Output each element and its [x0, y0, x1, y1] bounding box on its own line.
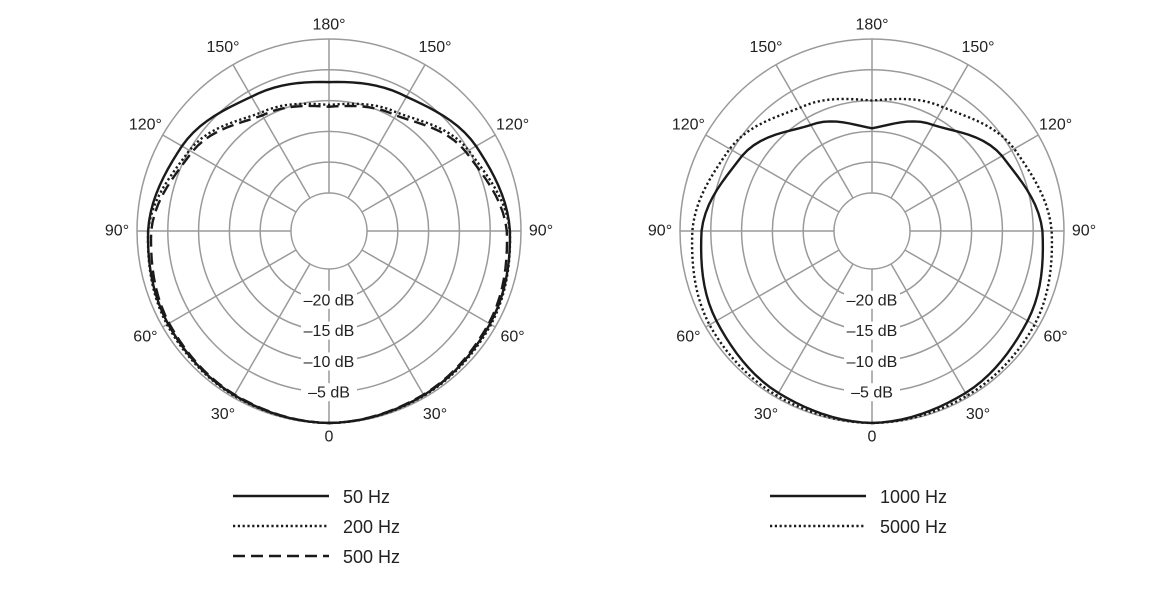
series-curve: [146, 80, 512, 425]
db-label-background: [301, 290, 357, 309]
grid-spoke: [775, 263, 854, 398]
db-label-background: [301, 352, 357, 371]
polar-chart-right: 0 30° 60° 90° 120° 150° 180° 150° 120° 90° 60° 30° –…: [648, 17, 1096, 538]
angle-tick-label: 60°: [500, 329, 524, 346]
grid-spoke: [890, 64, 969, 199]
grid-spoke: [361, 134, 496, 213]
grid-ring: [290, 192, 368, 270]
angle-tick-label: 90°: [648, 223, 672, 240]
polar-chart-left: 0 30° 60° 90° 120° 150° 180° 150° 120° 90° 60° 30° –…: [105, 17, 553, 568]
angle-tick-label: 120°: [129, 117, 162, 134]
angle-tick-label: 120°: [672, 117, 705, 134]
angle-tick-label: 150°: [749, 39, 782, 56]
angle-tick-label: 90°: [1072, 223, 1096, 240]
grid-spoke: [904, 134, 1039, 213]
db-label-background: [301, 383, 357, 402]
angle-tick-label: 150°: [961, 39, 994, 56]
radial-tick-label: –15 dB: [847, 323, 898, 340]
radial-tick-label: –20 dB: [847, 292, 898, 309]
legend-label: 500 Hz: [343, 547, 400, 567]
grid-ring: [833, 192, 911, 270]
angle-tick-label: 120°: [496, 117, 529, 134]
angle-tick-label: 30°: [966, 406, 990, 423]
angle-tick-label: 30°: [423, 406, 447, 423]
grid-spoke: [890, 263, 969, 398]
grid-spoke: [904, 249, 1039, 328]
legend-label: 5000 Hz: [880, 517, 947, 537]
grid-spoke: [705, 249, 840, 328]
angle-tick-label: 180°: [855, 17, 888, 34]
angle-tick-label: 150°: [206, 39, 239, 56]
grid-spoke: [347, 263, 426, 398]
series-curve: [146, 102, 512, 425]
radial-tick-label: –15 dB: [304, 323, 355, 340]
radial-tick-label: –5 dB: [308, 385, 350, 402]
angle-tick-label: 90°: [105, 223, 129, 240]
grid-spoke: [705, 134, 840, 213]
angle-tick-label: 120°: [1039, 117, 1072, 134]
radial-tick-label: –5 dB: [851, 385, 893, 402]
angle-tick-label: 150°: [418, 39, 451, 56]
angle-tick-label: 60°: [133, 329, 157, 346]
angle-tick-label: 90°: [529, 223, 553, 240]
angle-tick-label: 0: [325, 429, 334, 446]
angle-tick-label: 60°: [676, 329, 700, 346]
grid-spoke: [232, 64, 311, 199]
db-label-background: [844, 383, 900, 402]
angle-tick-label: 180°: [312, 17, 345, 34]
db-label-background: [844, 290, 900, 309]
radial-tick-label: –20 dB: [304, 292, 355, 309]
angle-tick-label: 60°: [1043, 329, 1067, 346]
grid-spoke: [347, 64, 426, 199]
series-curve: [149, 104, 509, 425]
grid-spoke: [775, 64, 854, 199]
series-curve: [699, 120, 1045, 425]
grid-spoke: [162, 134, 297, 213]
legend-label: 200 Hz: [343, 517, 400, 537]
series-curve: [690, 97, 1054, 425]
radial-tick-label: –10 dB: [304, 354, 355, 371]
grid-spoke: [162, 249, 297, 328]
legend-label: 1000 Hz: [880, 487, 947, 507]
grid-spoke: [232, 263, 311, 398]
angle-tick-label: 30°: [754, 406, 778, 423]
radial-tick-label: –10 dB: [847, 354, 898, 371]
legend-label: 50 Hz: [343, 487, 390, 507]
db-label-background: [844, 321, 900, 340]
angle-tick-label: 30°: [211, 406, 235, 423]
angle-tick-label: 0: [868, 429, 877, 446]
db-label-background: [844, 352, 900, 371]
db-label-background: [301, 321, 357, 340]
grid-spoke: [361, 249, 496, 328]
